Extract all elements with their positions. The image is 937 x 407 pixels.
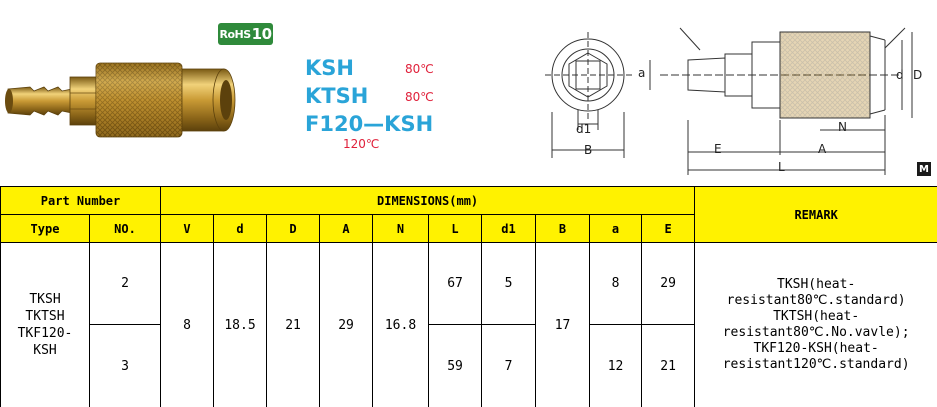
- col-header-a: a: [589, 214, 643, 243]
- label-D: D: [913, 68, 923, 82]
- d1-cell: 5: [481, 242, 537, 325]
- remark-line: TKTSH(heat-: [773, 309, 860, 324]
- E-cell: 21: [641, 324, 696, 407]
- label-d1: d1: [576, 122, 592, 136]
- m-badge: M: [917, 162, 931, 176]
- d-cell: 18.5: [213, 242, 268, 407]
- type-line: TKSH: [29, 292, 61, 307]
- no-cell: 2: [88, 242, 162, 325]
- v-cell: 8: [160, 242, 215, 407]
- col-header-N: N: [372, 214, 430, 243]
- A-cell: 29: [319, 242, 374, 407]
- col-header-d: d: [213, 214, 268, 243]
- model-temp-1: 80℃: [405, 62, 434, 76]
- col-header-V: V: [160, 214, 215, 243]
- label-E: E: [714, 142, 722, 156]
- N-cell: 16.8: [372, 242, 430, 407]
- type-header: Type: [0, 214, 90, 243]
- remark-line: resistant80℃.standard): [726, 293, 906, 308]
- dimensions-header: DIMENSIONS(mm): [160, 186, 696, 215]
- remark-line: resistant80℃.No.vavle);: [722, 325, 910, 340]
- model-name-1: KSH: [305, 56, 354, 80]
- product-banner: RoHS 10: [0, 0, 937, 186]
- type-line: TKTSH: [25, 309, 65, 324]
- col-header-B: B: [535, 214, 591, 243]
- coupler-photo: [5, 62, 236, 138]
- type-line: KSH: [33, 343, 57, 358]
- spec-table: Part Number DIMENSIONS(mm) REMARK Type N…: [0, 186, 937, 407]
- model-name-2: KTSH: [305, 84, 369, 108]
- label-d: d: [896, 68, 904, 82]
- col-header-L: L: [428, 214, 483, 243]
- type-line: TKF120-: [17, 326, 73, 341]
- dimension-drawing: [545, 27, 913, 175]
- col-header-A: A: [319, 214, 374, 243]
- D-cell: 21: [266, 242, 321, 407]
- rohs-number: 10: [251, 25, 272, 43]
- label-A: A: [818, 142, 827, 156]
- remark-line: resistant120℃.standard): [722, 357, 910, 372]
- d1-cell: 7: [481, 324, 537, 407]
- no-header: NO.: [88, 214, 162, 243]
- col-header-D: D: [266, 214, 321, 243]
- label-a: a: [638, 66, 646, 80]
- table-row: TKSH TKTSH TKF120- KSH 2 8 18.5 21 29 16…: [0, 242, 937, 407]
- model-temp-2: 80℃: [405, 90, 434, 104]
- remark-line: TKSH(heat-: [777, 277, 856, 292]
- model-temp-3: 120℃: [343, 137, 380, 151]
- label-N: N: [838, 120, 847, 134]
- label-L: L: [778, 160, 785, 174]
- a-cell: 12: [589, 324, 643, 407]
- part-number-header: Part Number: [0, 186, 162, 215]
- remark-header: REMARK: [694, 186, 937, 243]
- label-B: B: [584, 143, 593, 157]
- col-header-E: E: [641, 214, 696, 243]
- remark-cell: TKSH(heat- resistant80℃.standard) TKTSH(…: [694, 242, 937, 407]
- col-header-d1: d1: [481, 214, 537, 243]
- remark-line: TKF120-KSH(heat-: [753, 341, 879, 356]
- type-cell: TKSH TKTSH TKF120- KSH: [0, 242, 90, 407]
- rohs-prefix: RoHS: [219, 27, 251, 41]
- no-cell: 3: [88, 324, 162, 407]
- L-cell: 59: [428, 324, 483, 407]
- model-name-3: F120—KSH: [305, 112, 434, 136]
- B-cell: 17: [535, 242, 591, 407]
- a-cell: 8: [589, 242, 643, 325]
- table-row: 3 59 7 12 21: [1, 324, 937, 407]
- rohs-badge: RoHS 10: [218, 23, 273, 45]
- E-cell: 29: [641, 242, 696, 325]
- L-cell: 67: [428, 242, 483, 325]
